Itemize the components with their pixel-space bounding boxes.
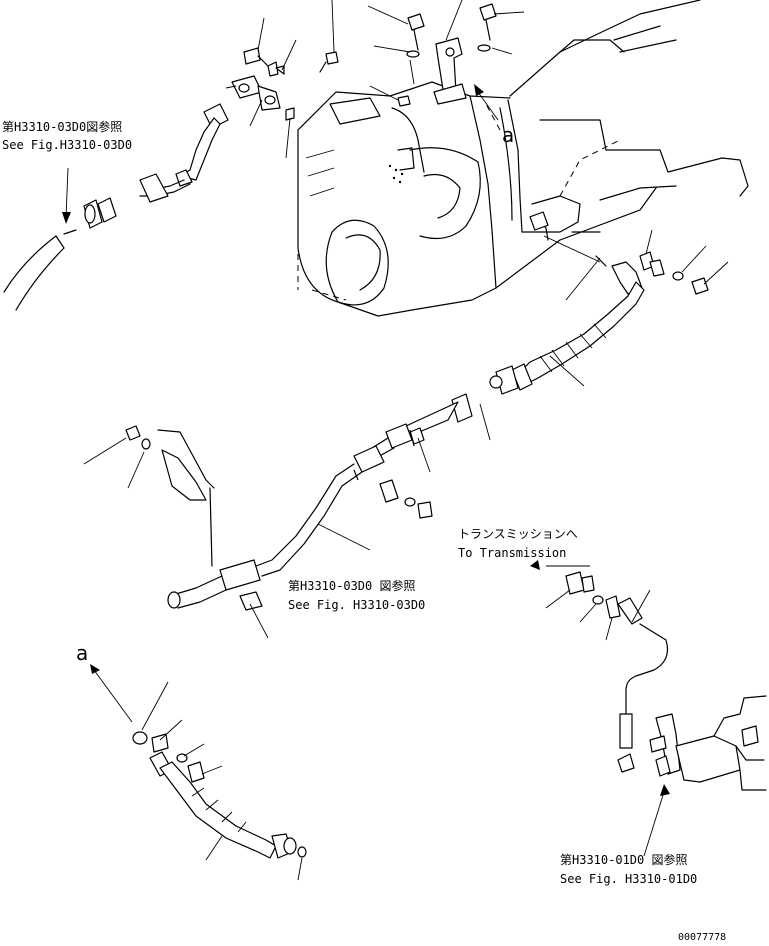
engine-block	[297, 0, 749, 317]
reference-middle: 第H3310-03D0 図参照 See Fig. H3310-03D0	[288, 578, 425, 612]
drawing-number: 00077778	[678, 932, 726, 943]
reference-middle-jp: 第H3310-03D0 図参照	[288, 578, 415, 593]
reference-middle-en: See Fig. H3310-03D0	[288, 598, 425, 612]
reference-bottom-right: 第H3310-01D0 図参照 See Fig. H3310-01D0	[560, 852, 697, 886]
right-hose-assembly	[489, 251, 709, 395]
marker-a-bottom: a	[76, 641, 88, 665]
reference-top-left: 第H3310-03D0図参照 See Fig.H3310-03D0	[2, 119, 132, 152]
marker-a-top: a	[502, 123, 514, 147]
reference-bottom-right-en: See Fig. H3310-01D0	[560, 872, 697, 886]
transmission-line	[565, 571, 767, 791]
transmission-label-jp: トランスミッションへ	[458, 527, 578, 541]
transmission-label: トランスミッションへ To Transmission	[458, 527, 578, 560]
reference-top-left-en: See Fig.H3310-03D0	[2, 138, 132, 152]
transmission-label-en: To Transmission	[458, 546, 566, 560]
leader-lines	[62, 0, 729, 881]
reference-bottom-right-jp: 第H3310-01D0 図参照	[560, 852, 687, 867]
reference-top-left-jp: 第H3310-03D0図参照	[2, 119, 122, 134]
center-pipe	[125, 393, 473, 611]
top-fittings	[3, 3, 497, 311]
